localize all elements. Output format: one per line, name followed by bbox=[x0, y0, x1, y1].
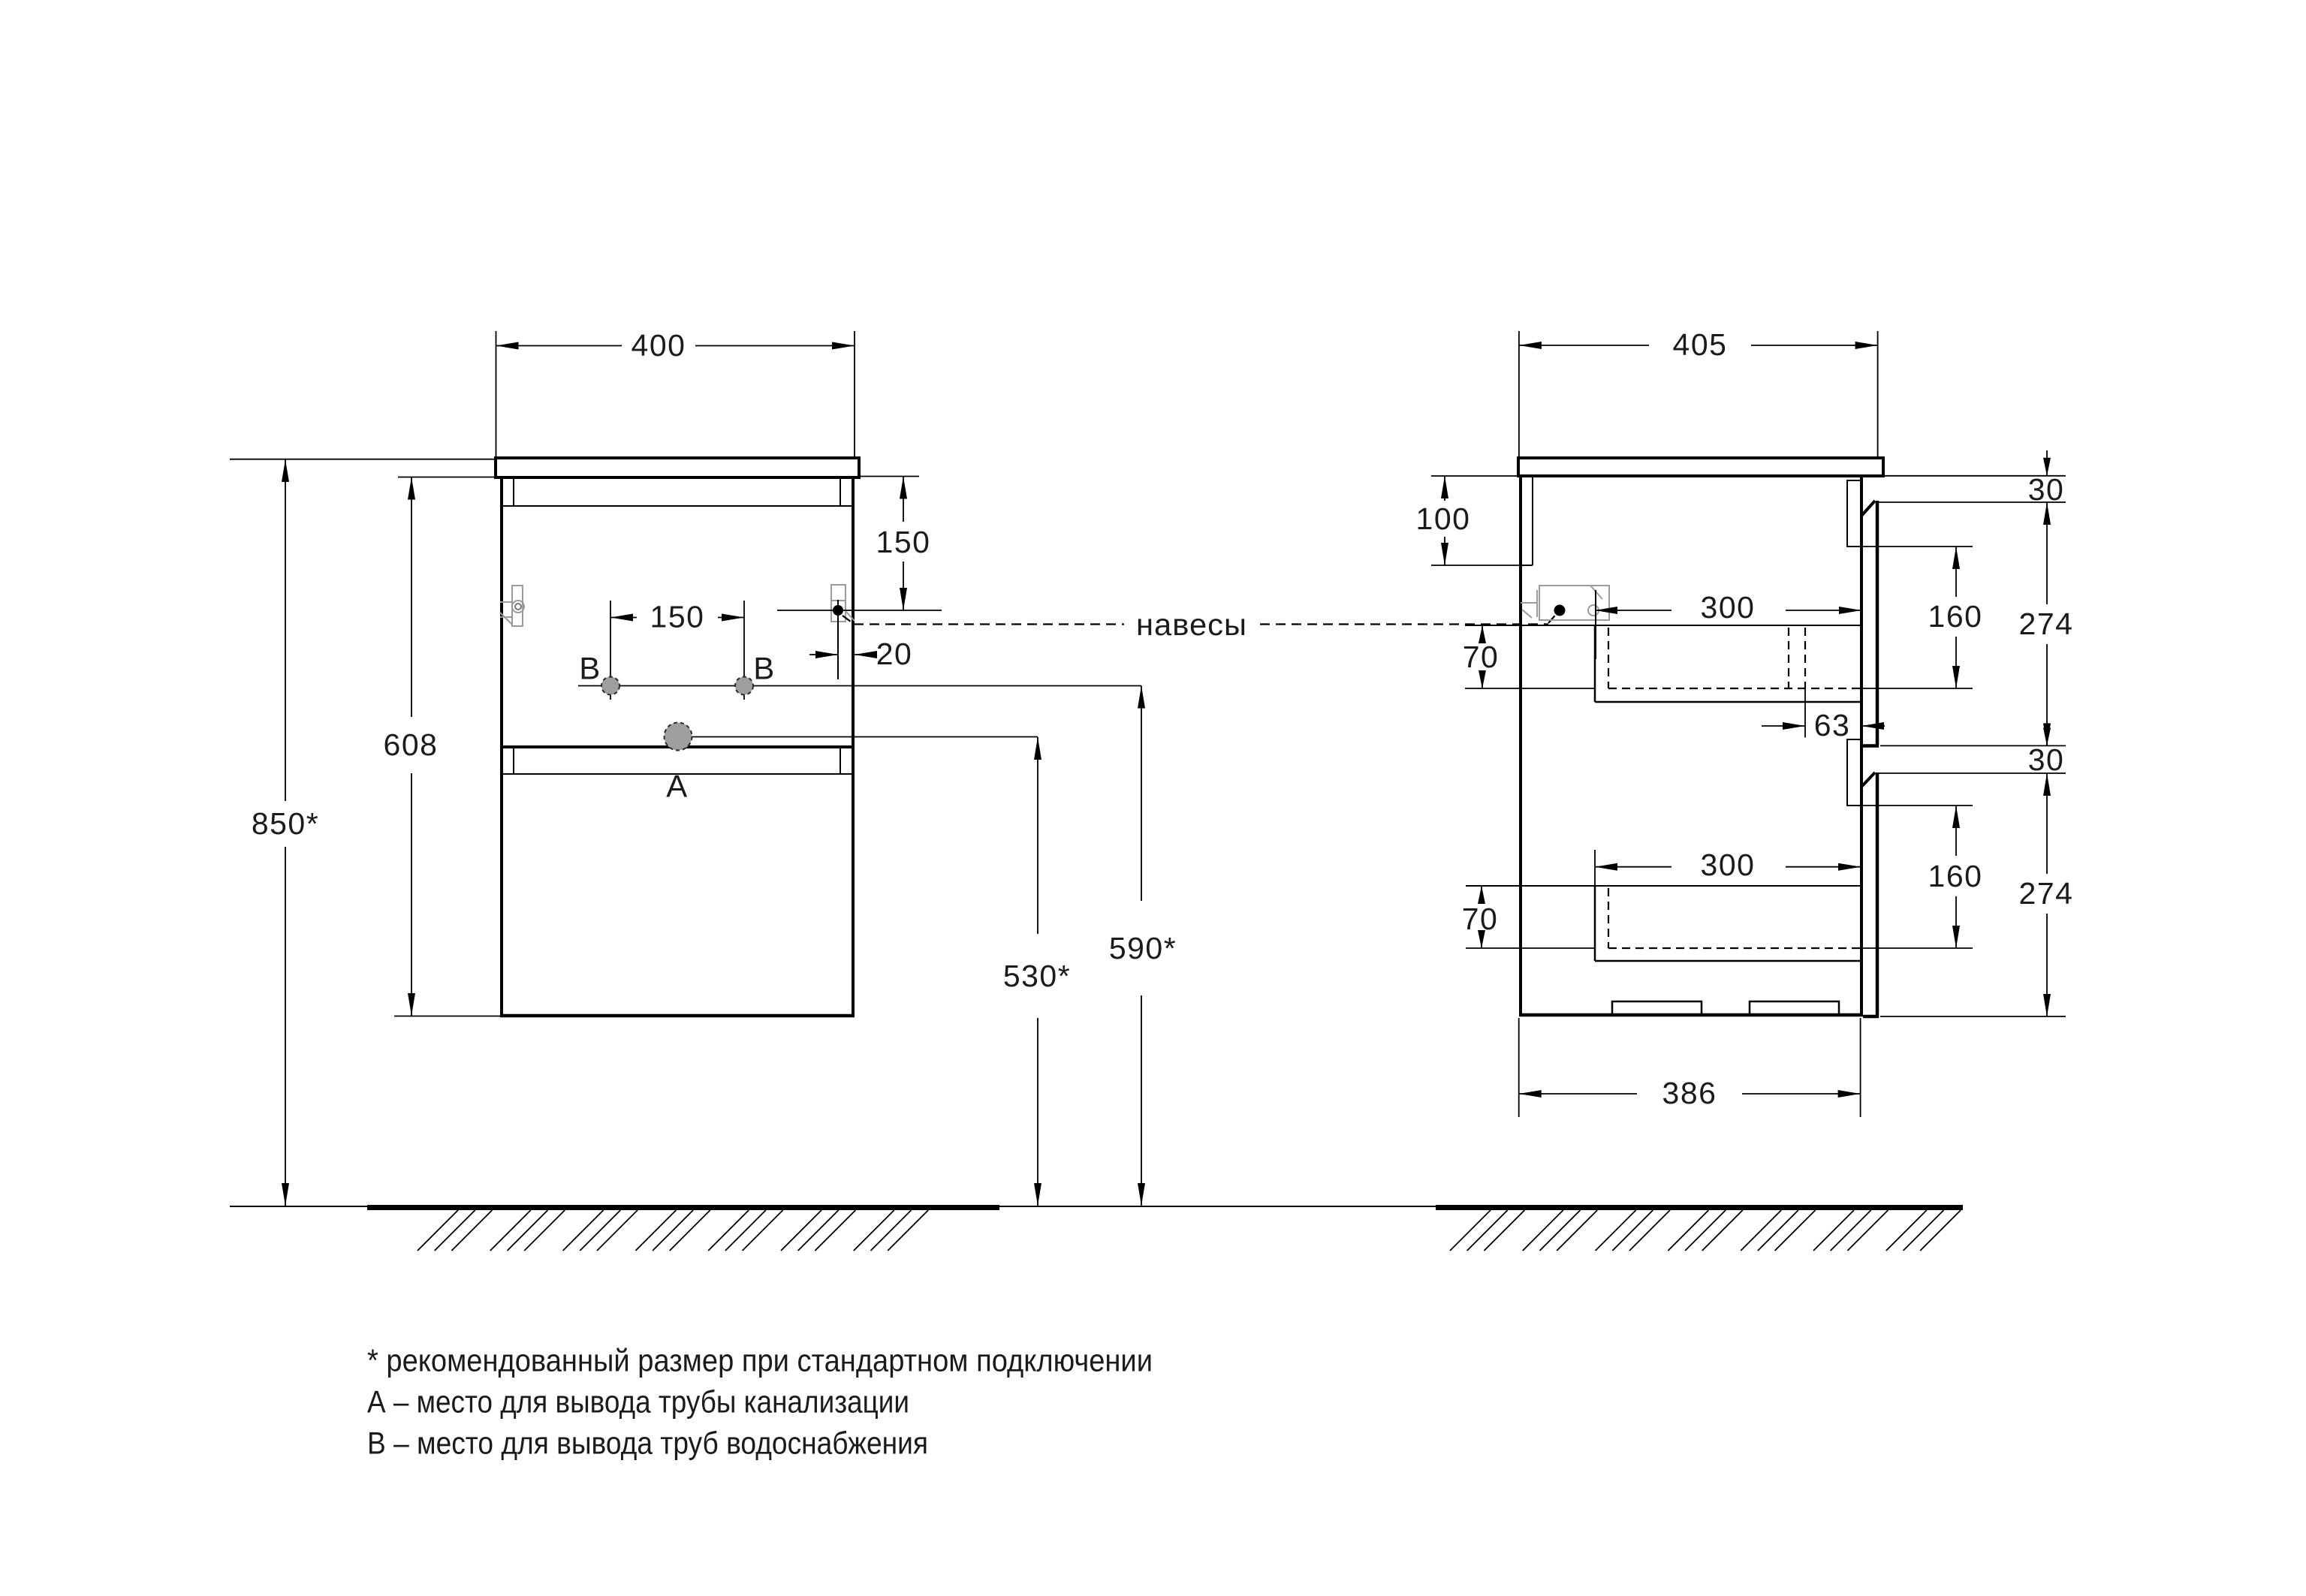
svg-text:70: 70 bbox=[1462, 902, 1499, 936]
svg-text:386: 386 bbox=[1662, 1076, 1717, 1110]
svg-text:А – место для вывода трубы кан: А – место для вывода трубы канализации bbox=[367, 1384, 909, 1420]
svg-text:63: 63 bbox=[1814, 708, 1851, 742]
svg-text:30: 30 bbox=[2028, 472, 2065, 507]
svg-text:* рекомендованный размер при с: * рекомендованный размер при стандартном… bbox=[367, 1343, 1153, 1378]
svg-text:В – место для вывода труб водо: В – место для вывода труб водоснабжения bbox=[367, 1426, 928, 1461]
svg-text:530*: 530* bbox=[1003, 959, 1071, 993]
svg-text:30: 30 bbox=[2028, 742, 2065, 777]
svg-text:274: 274 bbox=[2019, 876, 2074, 911]
svg-text:150: 150 bbox=[876, 525, 931, 559]
svg-text:70: 70 bbox=[1463, 640, 1500, 674]
svg-text:300: 300 bbox=[1701, 590, 1756, 625]
svg-text:В: В bbox=[753, 651, 776, 686]
svg-text:160: 160 bbox=[1928, 599, 1983, 634]
svg-text:160: 160 bbox=[1928, 859, 1983, 893]
svg-text:400: 400 bbox=[632, 328, 686, 363]
svg-text:590*: 590* bbox=[1109, 931, 1177, 965]
svg-text:навесы: навесы bbox=[1136, 607, 1247, 642]
svg-text:608: 608 bbox=[384, 727, 439, 762]
svg-text:А: А bbox=[666, 769, 689, 804]
svg-text:405: 405 bbox=[1673, 327, 1728, 362]
svg-text:300: 300 bbox=[1701, 848, 1756, 882]
svg-text:850*: 850* bbox=[252, 806, 319, 841]
svg-text:100: 100 bbox=[1416, 501, 1471, 536]
svg-text:150: 150 bbox=[650, 600, 705, 634]
svg-text:В: В bbox=[579, 651, 601, 686]
svg-text:20: 20 bbox=[876, 637, 913, 671]
svg-text:274: 274 bbox=[2019, 607, 2074, 641]
